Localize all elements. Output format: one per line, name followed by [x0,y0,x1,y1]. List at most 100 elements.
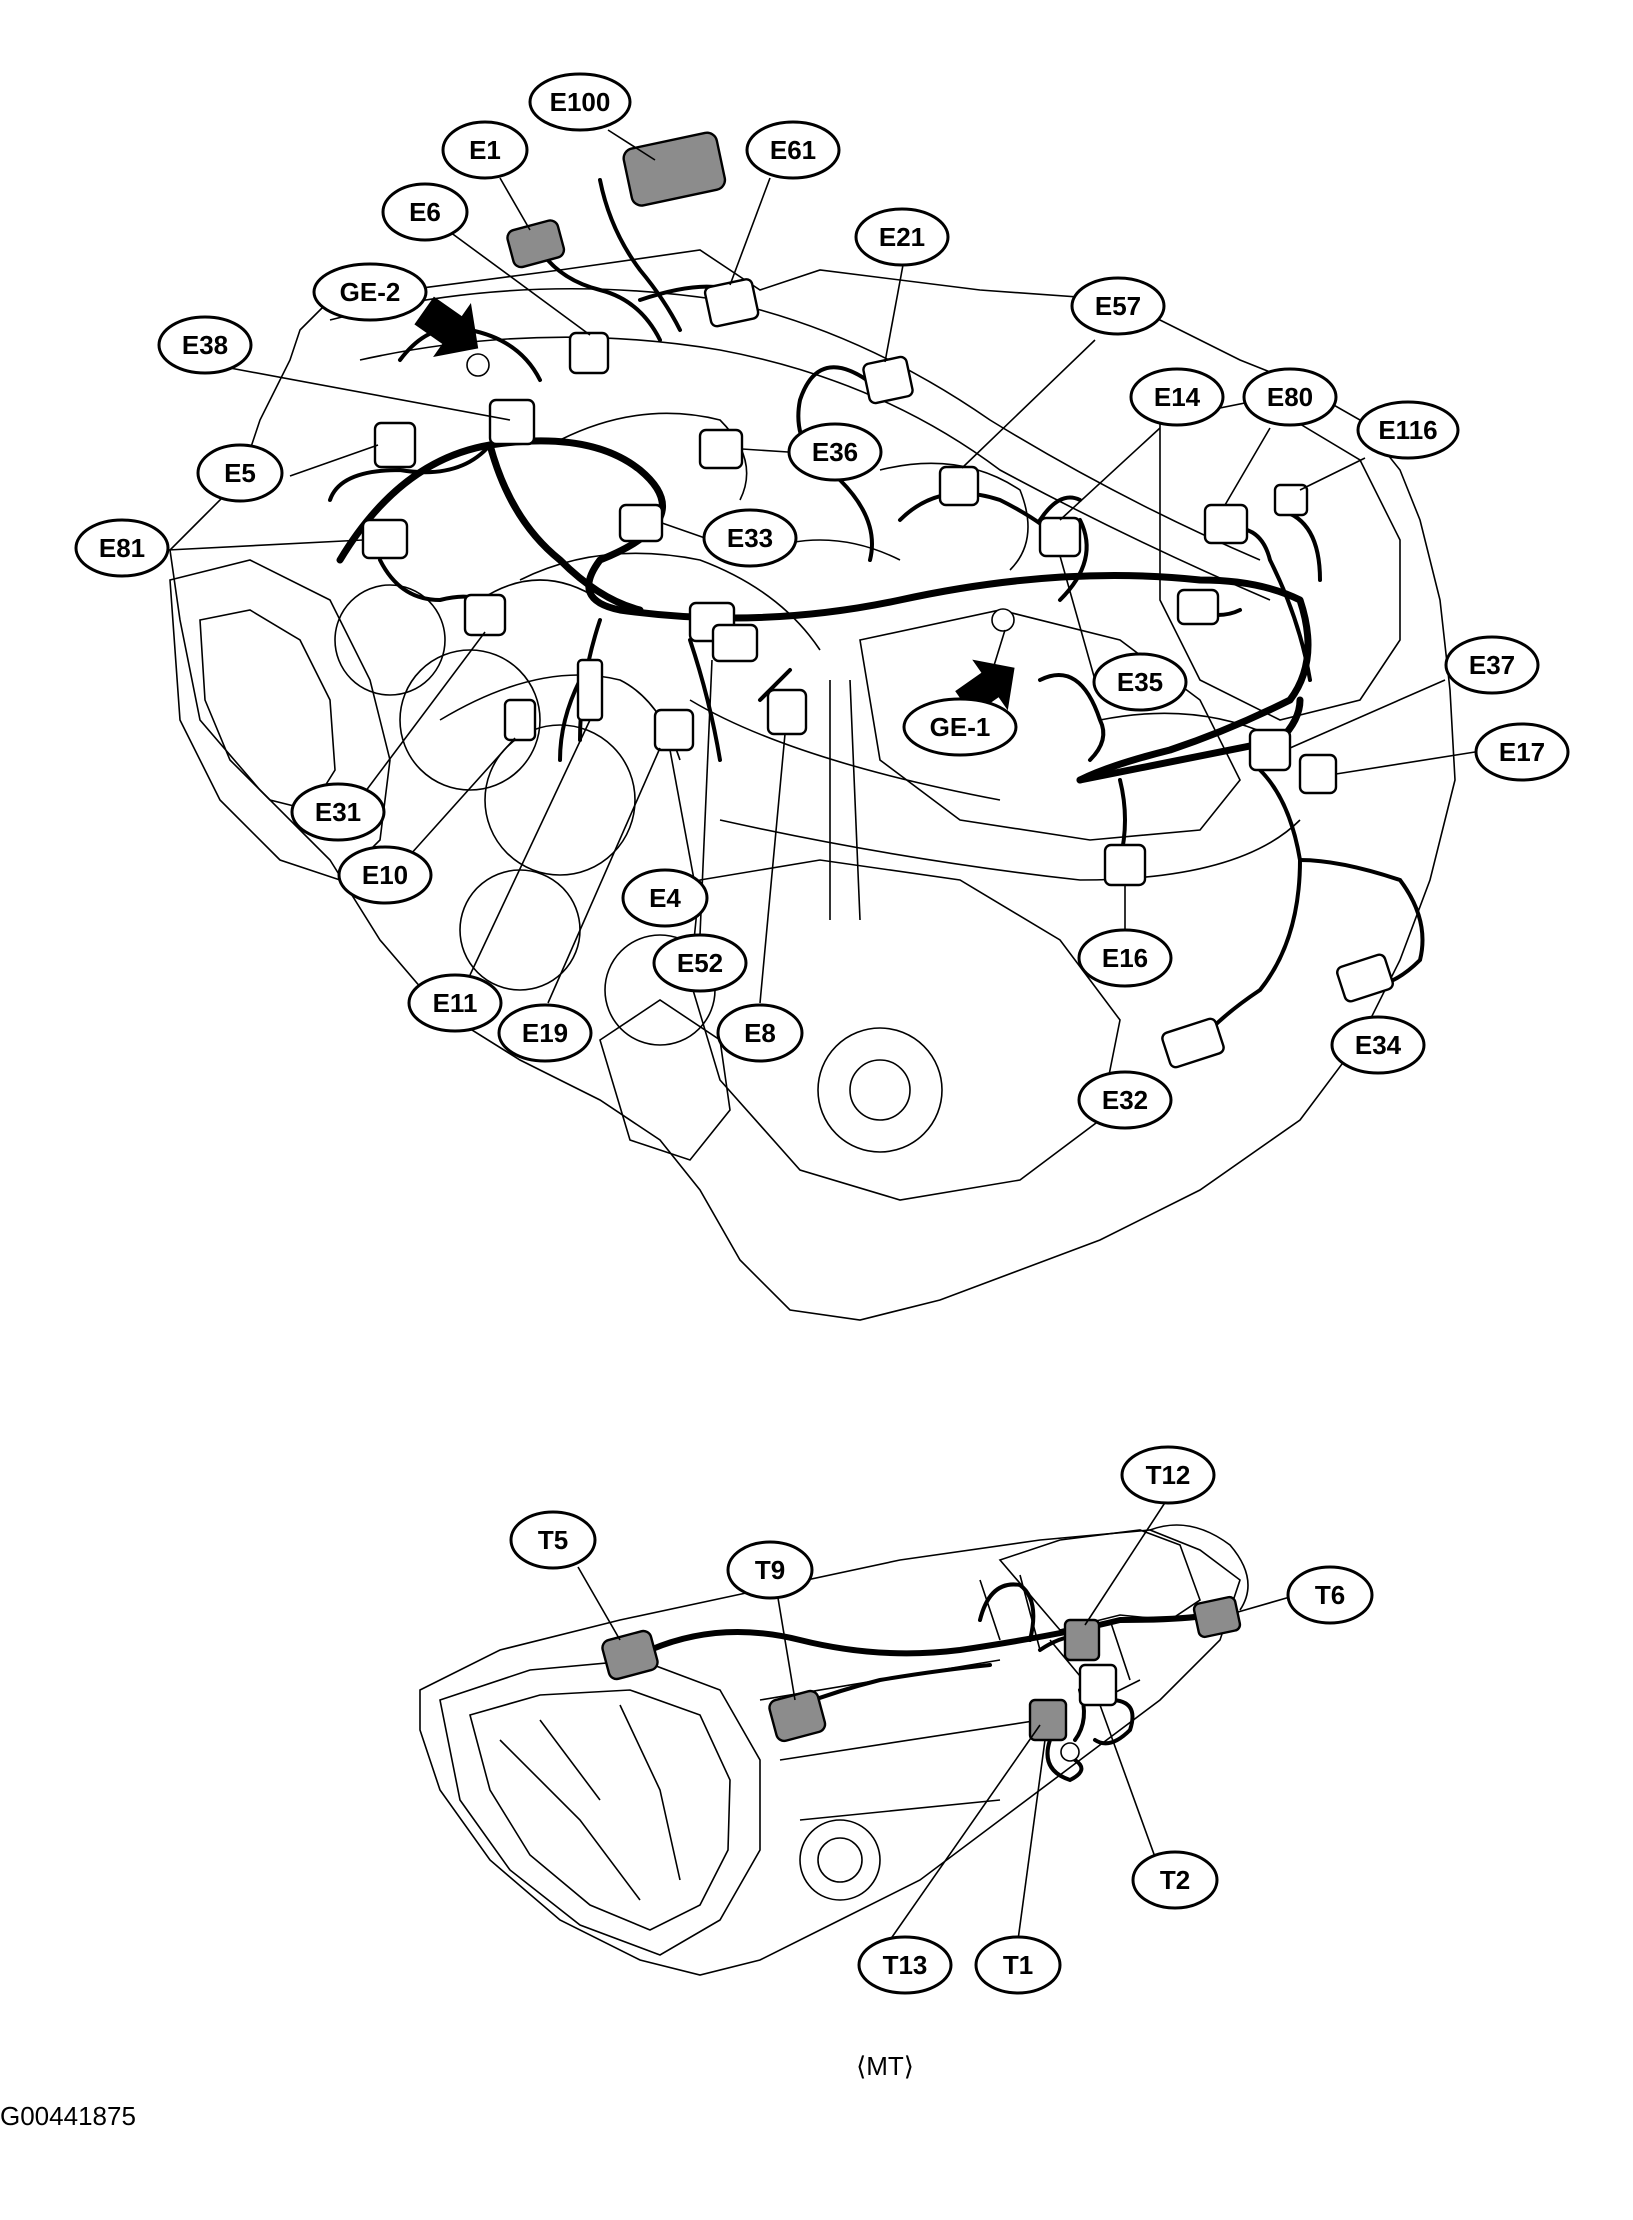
svg-text:E4: E4 [649,883,681,913]
engine-outline [169,249,1456,1321]
e34-connector-icon [1336,953,1394,1003]
label-e38: E38 [157,315,253,375]
label-e32: E32 [1077,1070,1173,1130]
e6-connector-icon [568,331,610,375]
svg-text:E6: E6 [409,197,441,227]
t5-connector-icon [601,1629,659,1681]
label-e11: E11 [407,973,503,1033]
callout-labels: E100 E1 E61 E6 E21 GE-2 E57 E38 E14 E80 … [74,72,1570,1995]
svg-text:T13: T13 [883,1950,928,1980]
label-e1: E1 [441,120,529,180]
label-e116: E116 [1356,400,1460,460]
label-ge-1: GE-1 [902,697,1018,757]
label-e80: E80 [1242,367,1338,427]
e80-connector-icon [1203,503,1249,545]
ge-1-ground-terminal-icon [991,608,1015,632]
label-e21: E21 [854,207,950,267]
engine-connectors [361,131,1394,1069]
t13-terminal-icon [1060,1742,1080,1762]
label-e61: E61 [745,120,841,180]
e14-connector-icon [1038,516,1082,558]
e36-connector-icon [698,428,744,470]
engine-wiring-harness [328,178,1425,1032]
e38-connector-icon [488,398,536,446]
svg-text:T12: T12 [1146,1460,1191,1490]
e17-connector-icon [1298,753,1338,795]
svg-text:E17: E17 [1499,737,1545,767]
label-e19: E19 [497,1003,593,1063]
svg-text:E35: E35 [1117,667,1163,697]
e4-connector-icon [653,708,695,752]
e31-connector-icon [463,593,507,637]
label-e52: E52 [652,933,748,993]
svg-text:GE-2: GE-2 [340,277,401,307]
e10-connector-icon [503,698,537,742]
transmission-outline [419,1524,1249,1976]
ge-2-ground-terminal-icon [466,353,490,377]
transmission-type-caption: ⟨MT⟩ [856,2051,914,2081]
svg-text:E11: E11 [433,988,478,1018]
e33-connector-icon [618,503,664,543]
label-e17: E17 [1474,722,1570,782]
label-e57: E57 [1070,276,1166,336]
svg-text:T6: T6 [1315,1580,1345,1610]
svg-text:E80: E80 [1267,382,1313,412]
label-e14: E14 [1129,367,1225,427]
svg-text:T5: T5 [538,1525,568,1555]
t2-connector-icon [1078,1663,1118,1707]
svg-text:E116: E116 [1378,415,1437,445]
svg-text:E16: E16 [1102,943,1148,973]
label-e36: E36 [787,422,883,482]
label-e16: E16 [1077,928,1173,988]
label-t9: T9 [726,1540,814,1600]
label-e35: E35 [1092,652,1188,712]
label-t5: T5 [509,1510,597,1570]
svg-text:E100: E100 [550,87,611,117]
label-e8: E8 [716,1003,804,1063]
svg-text:T1: T1 [1003,1950,1033,1980]
svg-text:E31: E31 [315,797,361,827]
svg-text:E34: E34 [1355,1030,1402,1060]
svg-text:E5: E5 [224,458,256,488]
label-e81: E81 [74,518,170,578]
label-e37: E37 [1444,635,1540,695]
t1-connector-icon [1028,1698,1068,1742]
figure-code: G00441875 [0,2101,136,2131]
svg-text:E8: E8 [744,1018,776,1048]
label-e10: E10 [337,845,433,905]
e11-connector-icon [576,658,604,722]
engine-leader-lines [167,129,1476,1004]
svg-text:E38: E38 [182,330,228,360]
svg-text:E61: E61 [770,135,816,165]
e116-connector-icon [1273,483,1309,517]
e1-connector-icon [506,219,566,269]
label-e6: E6 [381,182,469,242]
label-e100: E100 [528,72,632,132]
e81-connector-icon [361,518,409,560]
svg-text:E19: E19 [522,1018,568,1048]
svg-text:E37: E37 [1469,650,1515,680]
label-e4: E4 [621,868,709,928]
svg-text:GE-1: GE-1 [930,712,991,742]
label-ge-2: GE-2 [312,262,428,322]
svg-text:T9: T9 [755,1555,785,1585]
e16-connector-icon [1103,843,1147,887]
svg-text:E32: E32 [1102,1085,1148,1115]
e32-connector-icon [1161,1017,1225,1069]
transmission-connectors [601,1595,1242,1762]
svg-text:E52: E52 [677,948,723,978]
svg-text:E36: E36 [812,437,858,467]
label-e31: E31 [290,782,386,842]
e100-connector-icon [622,131,727,207]
label-t1: T1 [974,1935,1062,1995]
svg-text:T2: T2 [1160,1865,1190,1895]
svg-text:E14: E14 [1154,382,1201,412]
label-e33: E33 [702,508,798,568]
label-e5: E5 [196,443,284,503]
e37-connector-icon [1248,728,1292,772]
svg-text:E33: E33 [727,523,773,553]
svg-text:E81: E81 [99,533,145,563]
e35-connector-icon [1176,588,1220,626]
label-t12: T12 [1120,1445,1216,1505]
